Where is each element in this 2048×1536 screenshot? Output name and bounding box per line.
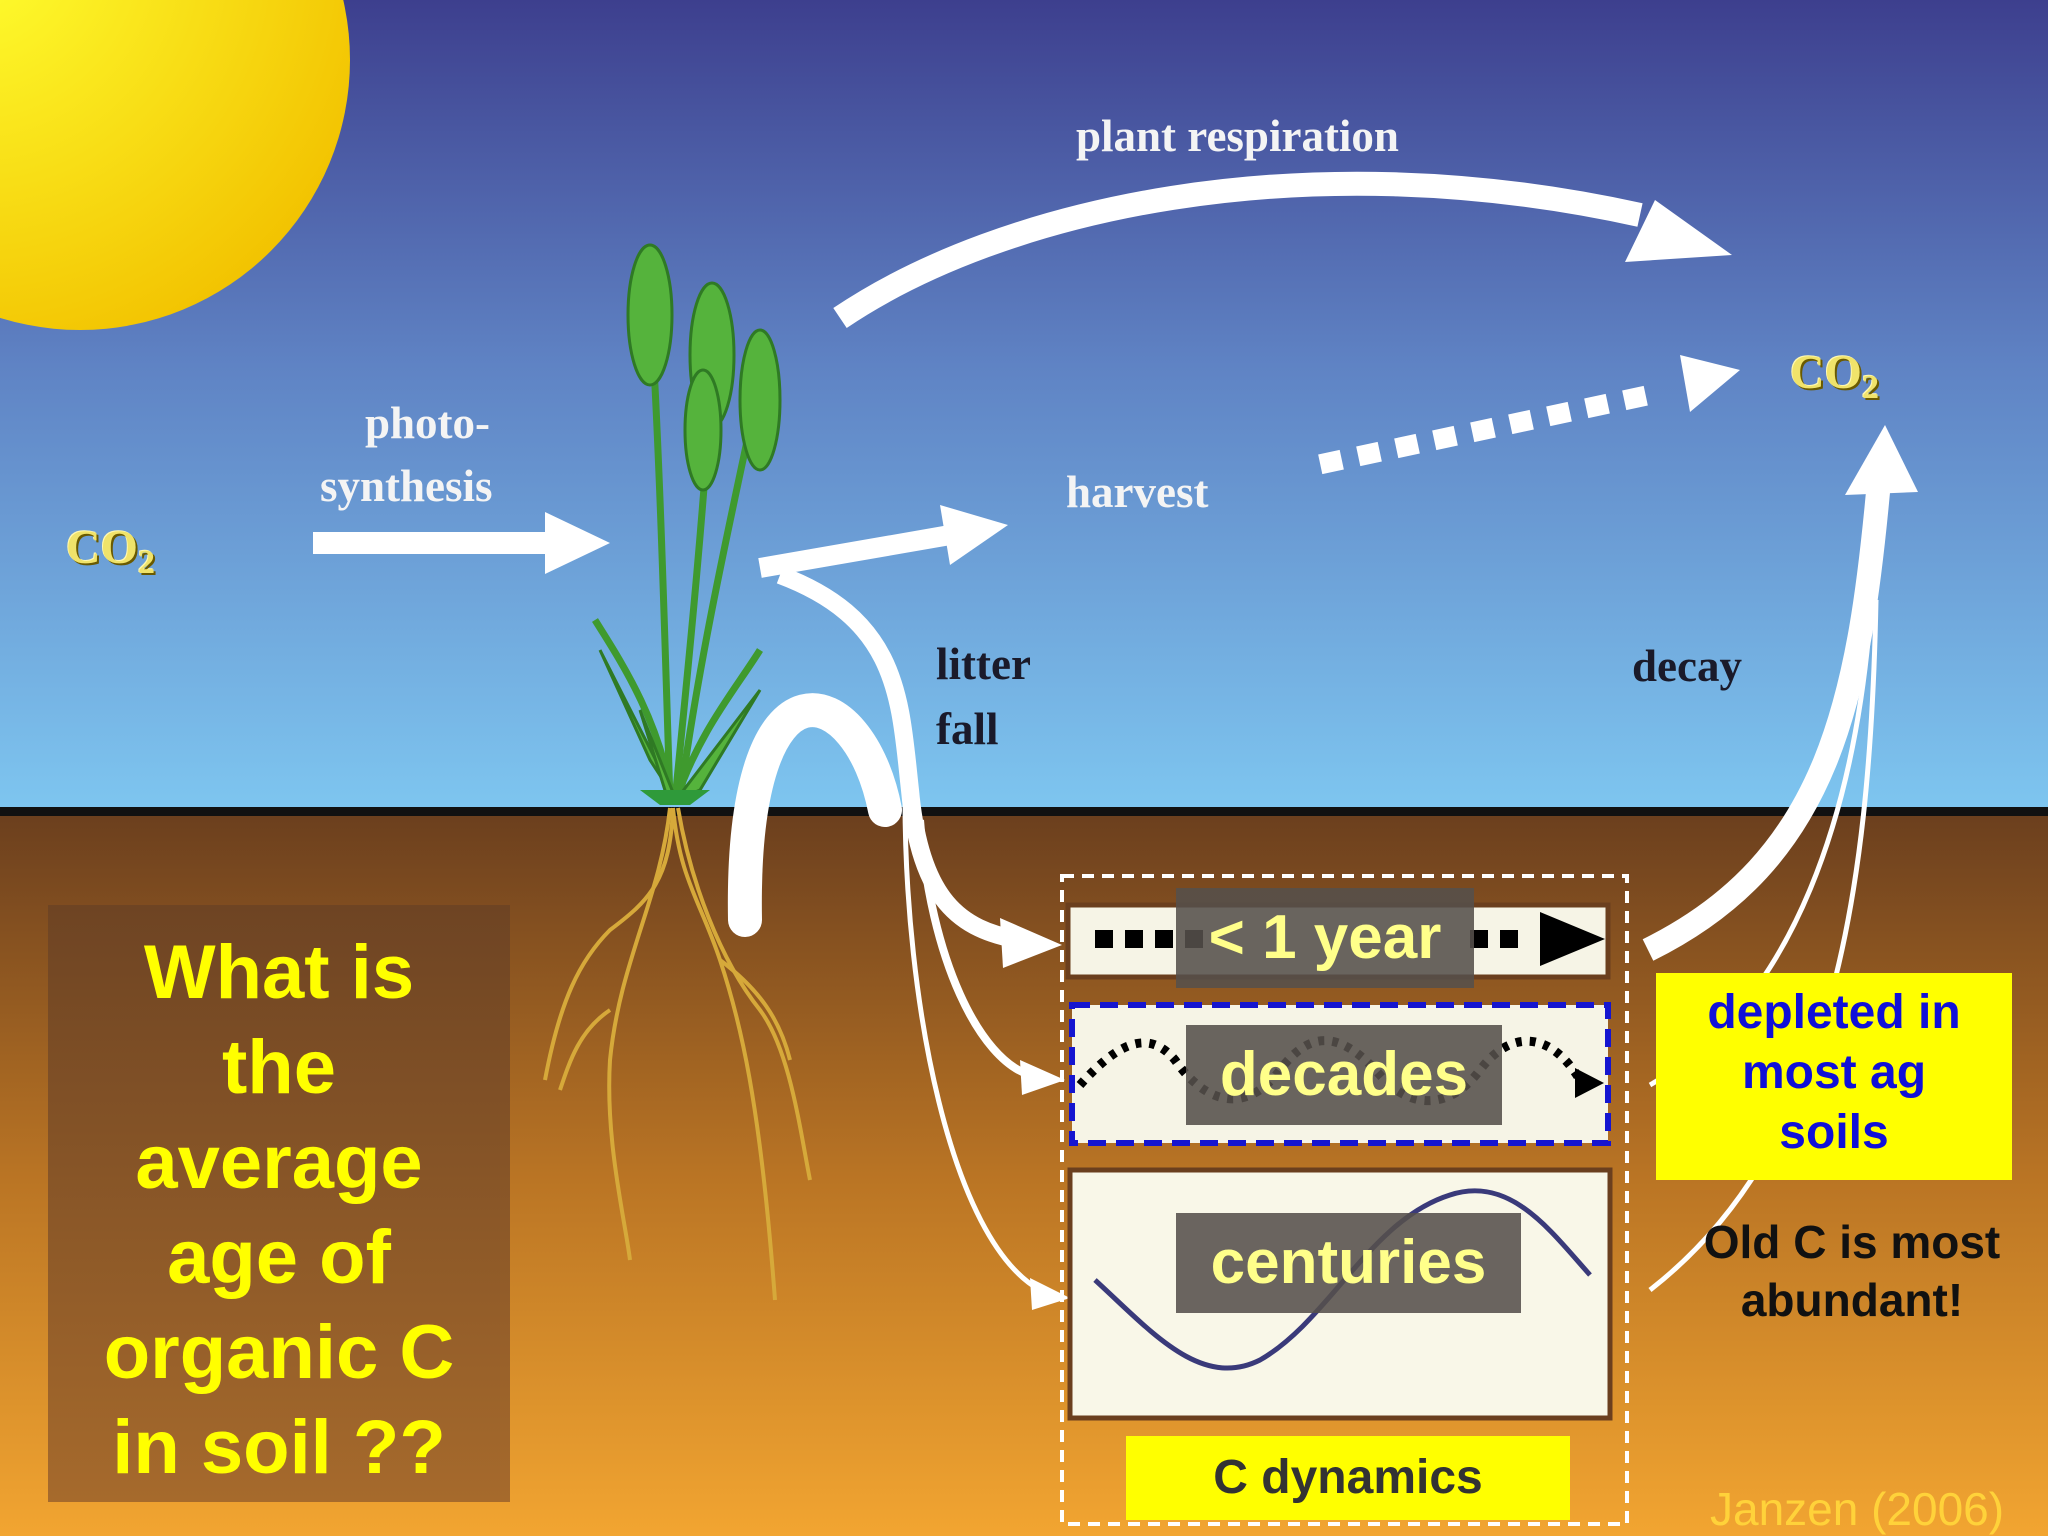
pool-medium-arrowhead xyxy=(1575,1068,1604,1098)
ground-line xyxy=(0,807,2048,816)
plant-respiration-label: plant respiration xyxy=(1076,111,1399,161)
question-text: What is the average age of organic C in … xyxy=(48,925,510,1495)
old-c-line: abundant! xyxy=(1740,1274,1964,1326)
question-line: the xyxy=(222,1025,336,1110)
c-dynamics-caption: C dynamics xyxy=(1126,1436,1570,1520)
pool-slow-label: centuries xyxy=(1176,1213,1521,1313)
depleted-line: soils xyxy=(1779,1106,1889,1159)
depleted-note: depleted in most ag soils xyxy=(1656,973,2012,1180)
photosynthesis-label-line2: synthesis xyxy=(320,461,493,511)
question-line: age of xyxy=(167,1215,391,1300)
citation: Janzen (2006) xyxy=(1710,1483,2005,1535)
old-c-line: Old C is most xyxy=(1703,1216,2001,1268)
pool-medium-label: decades xyxy=(1186,1025,1502,1125)
depleted-line: most ag xyxy=(1741,1046,1927,1099)
decay-label: decay xyxy=(1632,641,1742,691)
harvest-co2-dotted-arrow xyxy=(1318,355,1740,475)
sun xyxy=(0,0,350,330)
harvest-label: harvest xyxy=(1066,467,1209,517)
question-line: in soil ?? xyxy=(112,1405,446,1490)
co2-left-label: CO2 xyxy=(66,521,155,581)
plant-respiration-arrow xyxy=(833,171,1732,328)
c-dynamics-frame xyxy=(1060,874,1629,1526)
pool-fast-label: < 1 year xyxy=(1176,888,1474,988)
harvest-arrow xyxy=(758,505,1008,578)
question-box xyxy=(48,905,510,1502)
question-line: average xyxy=(135,1120,423,1205)
question-line: What is xyxy=(143,930,415,1015)
litter-fall-arrow xyxy=(727,566,1070,1310)
question-line: organic C xyxy=(103,1310,455,1395)
litter-fall-label-line1: litter xyxy=(936,639,1031,689)
photosynthesis-arrow xyxy=(313,512,610,574)
wheat-plant xyxy=(543,243,812,1301)
old-c-note: Old C is most abundant! xyxy=(1656,1213,2048,1329)
co2-right-label: CO2 xyxy=(1790,346,1879,406)
litter-fall-label-line2: fall xyxy=(936,704,999,754)
photosynthesis-label-line1: photo- xyxy=(365,398,491,448)
sky xyxy=(0,0,2048,812)
depleted-line: depleted in xyxy=(1707,986,1961,1039)
